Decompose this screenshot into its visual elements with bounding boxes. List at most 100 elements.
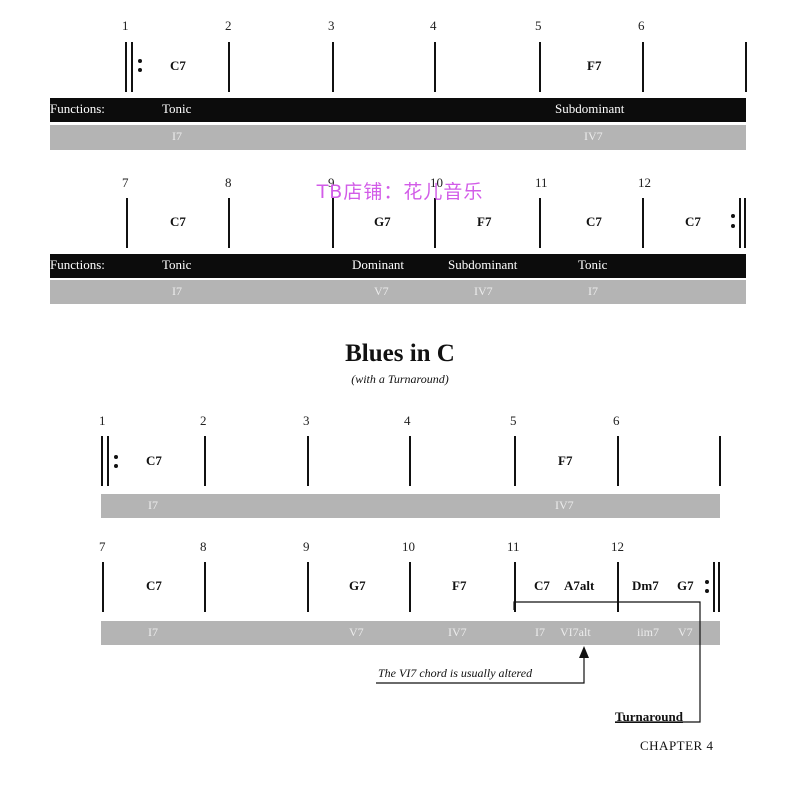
watermark-text: TB店铺：花儿音乐 bbox=[316, 181, 484, 203]
barline bbox=[126, 198, 128, 248]
roman-numeral-band: I7 V7 IV7 I7 VI7alt iim7 V7 bbox=[101, 621, 720, 645]
roman-numeral-band: I7 IV7 bbox=[101, 494, 720, 518]
roman-numeral: I7 bbox=[148, 625, 158, 639]
measure-number: 9 bbox=[303, 539, 310, 554]
measure-number: 9 bbox=[328, 175, 335, 190]
barline bbox=[102, 562, 104, 612]
roman-numeral: V7 bbox=[349, 625, 364, 639]
barline bbox=[642, 42, 644, 92]
chord-symbol: C7 bbox=[170, 214, 186, 229]
chord-symbol: C7 bbox=[146, 578, 162, 593]
repeat-dot bbox=[705, 589, 709, 593]
measure-number: 2 bbox=[200, 413, 207, 428]
measure-number: 5 bbox=[535, 18, 542, 33]
chord-symbol: F7 bbox=[477, 214, 492, 229]
repeat-start-barline bbox=[101, 436, 103, 486]
repeat-end-barline bbox=[744, 198, 746, 248]
barline bbox=[228, 198, 230, 248]
repeat-dot bbox=[114, 464, 118, 468]
barline bbox=[514, 436, 516, 486]
barline bbox=[204, 562, 206, 612]
chord-symbol: C7 bbox=[146, 453, 162, 468]
barline bbox=[307, 436, 309, 486]
barline bbox=[434, 198, 436, 248]
chord-symbol: C7 bbox=[534, 578, 550, 593]
chord-symbol: C7 bbox=[586, 214, 602, 229]
measure-number: 6 bbox=[638, 18, 645, 33]
barline bbox=[539, 42, 541, 92]
barline bbox=[228, 42, 230, 92]
barline bbox=[719, 436, 721, 486]
chord-symbol: F7 bbox=[587, 58, 602, 73]
barline bbox=[713, 562, 715, 612]
chord-symbol: F7 bbox=[558, 453, 573, 468]
measure-number: 11 bbox=[507, 539, 520, 554]
roman-numeral: IV7 bbox=[584, 129, 603, 143]
measure-number: 12 bbox=[611, 539, 624, 554]
roman-numeral: V7 bbox=[374, 284, 389, 298]
functions-label: Functions: bbox=[50, 257, 105, 272]
repeat-dot bbox=[114, 455, 118, 459]
turnaround-bracket bbox=[513, 601, 701, 723]
roman-numeral: VI7alt bbox=[560, 625, 591, 639]
barline bbox=[642, 198, 644, 248]
roman-numeral: IV7 bbox=[448, 625, 467, 639]
chord-symbol: C7 bbox=[685, 214, 701, 229]
roman-numeral: I7 bbox=[172, 284, 182, 298]
roman-numeral-band: I7 IV7 bbox=[50, 125, 746, 150]
barline bbox=[307, 562, 309, 612]
measure-number: 11 bbox=[535, 175, 548, 190]
annotation-arrowhead bbox=[579, 646, 589, 658]
measure-number: 7 bbox=[122, 175, 129, 190]
chord-symbol: Dm7 bbox=[632, 578, 659, 593]
functions-band: Functions: Tonic Dominant Subdominant To… bbox=[50, 254, 746, 278]
function-label: Subdominant bbox=[555, 101, 625, 116]
repeat-end-barline bbox=[718, 562, 720, 612]
function-label: Tonic bbox=[162, 257, 192, 272]
roman-numeral: IV7 bbox=[474, 284, 493, 298]
function-label: Tonic bbox=[162, 101, 192, 116]
barline bbox=[745, 42, 747, 92]
measure-number: 8 bbox=[225, 175, 232, 190]
functions-label: Functions: bbox=[50, 101, 105, 116]
repeat-dot bbox=[138, 59, 142, 63]
chord-symbol: F7 bbox=[452, 578, 467, 593]
measure-number: 5 bbox=[510, 413, 517, 428]
roman-numeral: IV7 bbox=[555, 498, 574, 512]
annotation-text: The VI7 chord is usually altered bbox=[378, 666, 533, 680]
function-label: Dominant bbox=[352, 257, 404, 272]
repeat-dot bbox=[731, 214, 735, 218]
page-subtitle: (with a Turnaround) bbox=[351, 372, 449, 386]
barline bbox=[107, 436, 109, 486]
measure-number: 12 bbox=[638, 175, 651, 190]
barline bbox=[617, 436, 619, 486]
roman-numeral: I7 bbox=[535, 625, 545, 639]
functions-band: Functions: Tonic Subdominant bbox=[50, 98, 746, 122]
measure-number: 1 bbox=[99, 413, 106, 428]
measure-number: 10 bbox=[402, 539, 415, 554]
roman-numeral: iim7 bbox=[637, 625, 660, 639]
chord-symbol: C7 bbox=[170, 58, 186, 73]
roman-numeral: I7 bbox=[588, 284, 598, 298]
barline bbox=[739, 198, 741, 248]
barline bbox=[409, 436, 411, 486]
chord-symbol: G7 bbox=[349, 578, 366, 593]
barline bbox=[539, 198, 541, 248]
measure-number: 7 bbox=[99, 539, 106, 554]
chapter-footer: CHAPTER 4 bbox=[640, 738, 714, 753]
roman-numeral: V7 bbox=[678, 625, 693, 639]
chord-symbol: A7alt bbox=[564, 578, 595, 593]
measure-number: 8 bbox=[200, 539, 207, 554]
turnaround-label: Turnaround bbox=[615, 709, 683, 724]
chord-symbol: G7 bbox=[374, 214, 391, 229]
measure-number: 4 bbox=[404, 413, 411, 428]
measure-number: 4 bbox=[430, 18, 437, 33]
function-label: Subdominant bbox=[448, 257, 518, 272]
chord-symbol: G7 bbox=[677, 578, 694, 593]
measure-number: 10 bbox=[430, 175, 443, 190]
measure-number: 3 bbox=[303, 413, 310, 428]
barline bbox=[204, 436, 206, 486]
repeat-dot bbox=[138, 68, 142, 72]
annotation-arrow-line bbox=[376, 656, 585, 684]
